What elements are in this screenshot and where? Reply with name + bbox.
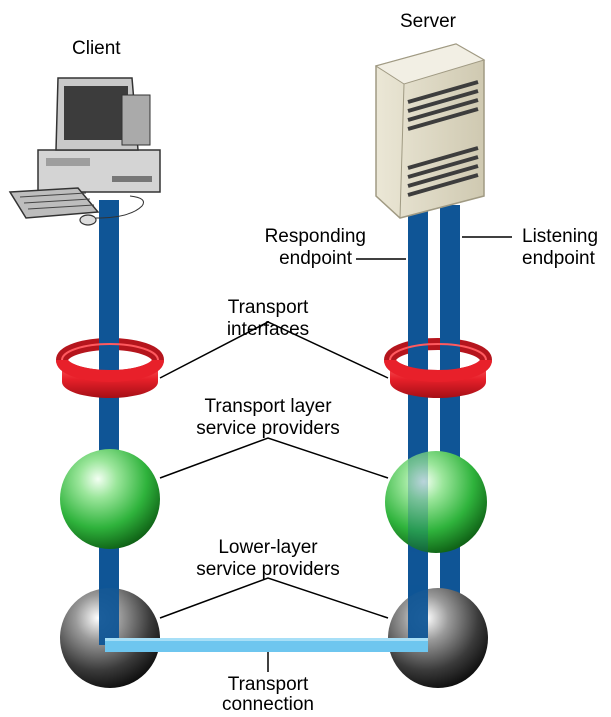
- leader-lines: [159, 236, 512, 672]
- responding-endpoint-label-line1: Responding: [264, 226, 366, 247]
- server-label: Server: [400, 11, 456, 32]
- client-endpoint-line: [99, 200, 119, 650]
- transport-connection-label-line2: connection: [222, 694, 314, 715]
- transport-connection-line: [105, 638, 428, 652]
- server-tower-icon: [374, 43, 486, 219]
- listening-endpoint-label-line1: Listening: [522, 226, 599, 247]
- transport-interfaces-label-line1: Transport: [227, 297, 309, 318]
- responding-endpoint-label-line2: endpoint: [279, 248, 352, 269]
- transport-providers-label-line2: service providers: [196, 418, 340, 439]
- lower-layer-label-line1: Lower-layer: [218, 537, 318, 558]
- transport-provider-sphere-client: [60, 449, 160, 549]
- transport-connection-label-line1: Transport: [227, 674, 309, 695]
- lower-layer-label-line2: service providers: [196, 559, 340, 580]
- transport-interfaces-label-line2: interfaces: [226, 319, 310, 340]
- transport-providers-label-line1: Transport layer: [204, 396, 332, 417]
- listening-endpoint-label-line2: endpoint: [522, 248, 595, 269]
- transport-interface-ring-server: [384, 343, 492, 398]
- transport-provider-sphere-server: [385, 451, 487, 553]
- client-computer-icon: [8, 77, 161, 226]
- client-label: Client: [72, 38, 121, 59]
- transport-interface-ring-client: [56, 343, 164, 398]
- responding-endpoint-line: [408, 205, 428, 650]
